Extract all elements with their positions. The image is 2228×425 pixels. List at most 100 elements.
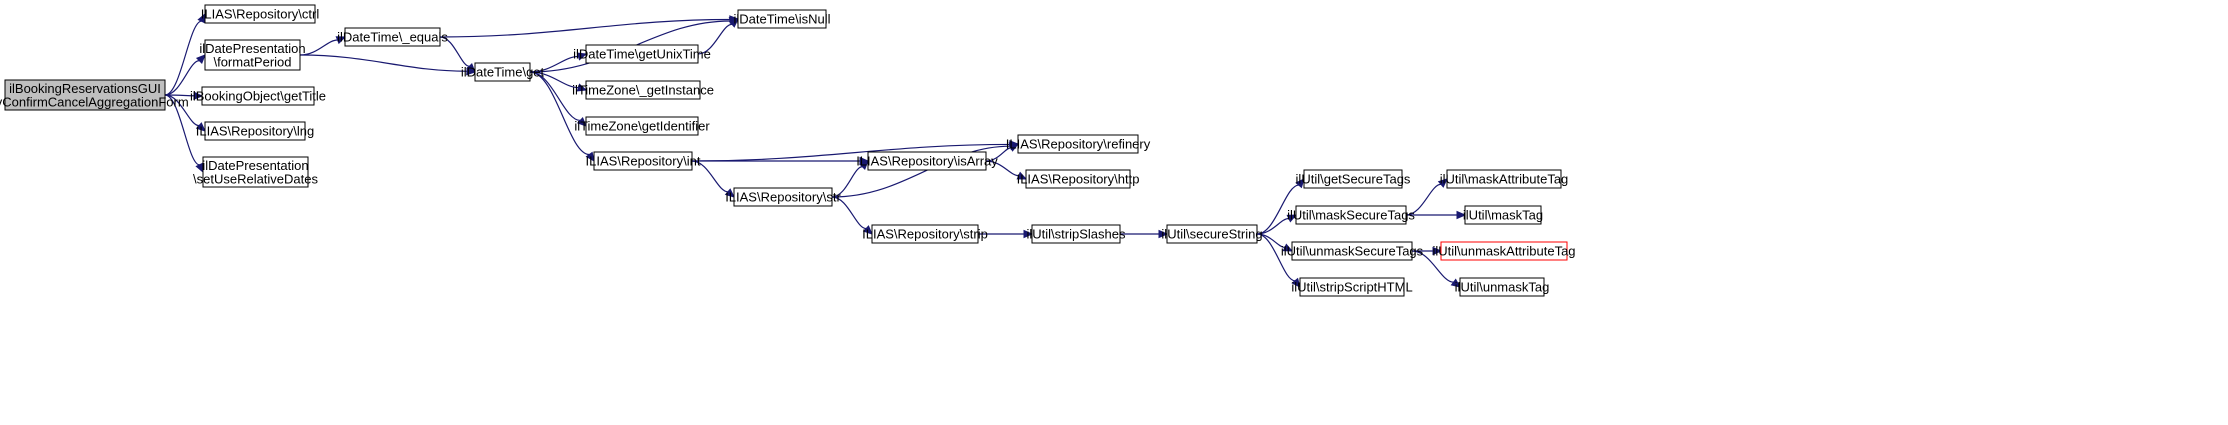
node-box — [4, 79, 166, 111]
node-box — [1025, 169, 1131, 189]
node-label: ilUtil\stripSlashes — [1027, 227, 1126, 242]
node-box — [1446, 169, 1562, 189]
node-label: ILIAS\Repository\strip — [862, 227, 988, 242]
edge-line — [529, 71, 590, 156]
node-dt-get[interactable]: ilDateTime\get — [461, 62, 545, 82]
edge-util_mask_secure_tags-to-util_mask_tag — [1406, 210, 1467, 220]
node-label: ilUtil\maskAttributeTag — [1440, 172, 1569, 187]
node-layer: ilBookingReservationsGUI\rsvConfirmCance… — [0, 4, 1576, 297]
node-util-strip-script-html[interactable]: ilUtil\stripScriptHTML — [1291, 277, 1413, 297]
node-util-secure-string[interactable]: ilUtil\secureString — [1161, 224, 1263, 244]
edge-dt_equals-to-dt_get — [439, 36, 476, 73]
node-tz-instance[interactable]: ilTimeZone\_getInstance — [572, 80, 714, 100]
node-box — [1303, 169, 1403, 189]
edge-arrowhead — [1286, 214, 1298, 223]
node-label: ilUtil\unmaskAttributeTag — [1432, 244, 1575, 259]
edge-line — [1411, 250, 1454, 283]
node-label: \setUseRelativeDates — [193, 171, 318, 186]
edge-dt_get-to-dt_unix — [529, 52, 588, 73]
node-box — [344, 27, 441, 47]
edge-repo_str-to-repo_refinery — [831, 142, 1020, 198]
node-label: ilBookingObject\getTitle — [190, 89, 326, 104]
node-label: ilUtil\secureString — [1161, 227, 1262, 242]
node-label: ilUtil\getSecureTags — [1296, 172, 1411, 187]
node-dt-equals[interactable]: ilDateTime\_equals — [337, 27, 448, 47]
node-box — [585, 44, 699, 64]
edge-repo_str-to-repo_strip — [831, 196, 873, 235]
edge-arrowhead — [1008, 142, 1020, 151]
node-util-strip-slashes[interactable]: ilUtil\stripSlashes — [1027, 224, 1126, 244]
edge-line — [439, 18, 731, 38]
node-booking-get-title[interactable]: ilBookingObject\getTitle — [190, 86, 326, 106]
node-repo-int[interactable]: ILIAS\Repository\int — [586, 151, 701, 171]
edge-arrowhead — [1432, 246, 1443, 256]
edge-arrowhead — [335, 36, 347, 45]
edge-util_secure_string-to-util_mask_secure_tags — [1256, 214, 1298, 235]
node-util-mask-tag[interactable]: ilUtil\maskTag — [1463, 205, 1543, 225]
node-label: ilUtil\unmaskSecureTags — [1281, 244, 1424, 259]
node-box — [1299, 277, 1405, 297]
edge-repo_str-to-repo_is_array — [831, 160, 869, 198]
node-set-relative-dates[interactable]: ilDatePresentation\setUseRelativeDates — [193, 156, 318, 188]
node-util-mask-secure-tags[interactable]: ilUtil\maskSecureTags — [1287, 205, 1415, 225]
edge-arrowhead — [1282, 243, 1294, 252]
edge-repo_int-to-repo_str — [691, 160, 735, 198]
edge-arrowhead — [728, 18, 739, 28]
edge-arrowhead — [576, 52, 588, 61]
node-box — [204, 39, 301, 71]
edge-line — [1405, 183, 1442, 216]
edge-util_unmask_secure_tags-to-util_unmask_tag — [1411, 250, 1461, 288]
edge-line — [164, 20, 202, 96]
node-util-unmask-attribute-tag[interactable]: ilUtil\unmaskAttributeTag — [1432, 241, 1576, 261]
node-repo-http[interactable]: ILIAS\Repository\http — [1017, 169, 1140, 189]
node-util-unmask-tag[interactable]: ilUtil\unmaskTag — [1455, 277, 1550, 297]
node-repo-refinery[interactable]: ILIAS\Repository\refinery — [1006, 134, 1151, 154]
edge-repo_is_array-to-repo_http — [985, 160, 1028, 180]
edge-arrowhead — [1450, 278, 1461, 288]
node-util-get-secure-tags[interactable]: ilUtil\getSecureTags — [1296, 169, 1411, 189]
node-dt-unix[interactable]: ilDateTime\getUnixTime — [573, 44, 711, 64]
node-box — [1464, 205, 1542, 225]
edge-arrowhead — [193, 91, 204, 101]
node-label: \rsvConfirmCancelAggregationForm — [0, 94, 189, 109]
node-repo-lng[interactable]: ILIAS\Repository\lng — [196, 121, 315, 141]
node-label: ILIAS\Repository\refinery — [1006, 137, 1151, 152]
node-label: ILIAS\Repository\isArray — [856, 154, 998, 169]
node-util-unmask-secure-tags[interactable]: ilUtil\unmaskSecureTags — [1281, 241, 1424, 261]
node-repo-strip[interactable]: ILIAS\Repository\strip — [862, 224, 988, 244]
node-label: ilTimeZone\getIdentifier — [574, 119, 710, 134]
node-label: ilUtil\stripScriptHTML — [1291, 280, 1412, 295]
edge-util_secure_string-to-util_get_secure_tags — [1256, 178, 1305, 235]
node-label: ILIAS\Repository\ctrl — [201, 7, 320, 22]
node-dt-is-null[interactable]: ilDateTime\isNull — [733, 9, 831, 29]
edge-arrowhead — [1158, 229, 1169, 239]
edge-format_period-to-dt_get — [299, 54, 477, 76]
node-repo-ctrl[interactable]: ILIAS\Repository\ctrl — [201, 4, 320, 24]
edge-arrowhead — [465, 62, 476, 73]
node-box — [474, 62, 531, 82]
node-repo-is-array[interactable]: ILIAS\Repository\isArray — [856, 151, 998, 171]
edge-util_strip_slashes-to-util_secure_string — [1120, 229, 1169, 239]
node-box — [585, 116, 699, 136]
node-box — [204, 121, 306, 141]
edge-arrowhead — [1437, 178, 1448, 188]
edge-arrowhead — [195, 122, 206, 132]
node-util-mask-attribute-tag[interactable]: ilUtil\maskAttributeTag — [1440, 169, 1569, 189]
node-root[interactable]: ilBookingReservationsGUI\rsvConfirmCance… — [0, 79, 189, 111]
edge-line — [529, 55, 579, 73]
node-tz-identifier[interactable]: ilTimeZone\getIdentifier — [574, 116, 710, 136]
edge-repo_strip-to-util_strip_slashes — [978, 229, 1034, 239]
edge-arrowhead — [1023, 229, 1034, 239]
edge-line — [831, 145, 1011, 198]
edge-root-to-format_period — [164, 54, 206, 96]
node-box — [202, 156, 309, 188]
edge-arrowhead — [858, 160, 869, 171]
node-box — [1459, 277, 1545, 297]
edge-arrowhead — [862, 225, 873, 235]
node-box — [867, 151, 987, 171]
edge-dt_unix-to-dt_is_null — [697, 18, 739, 55]
node-label: \formatPeriod — [213, 54, 291, 69]
edge-arrowhead — [576, 117, 587, 127]
node-format-period[interactable]: ilDatePresentation\formatPeriod — [199, 39, 306, 71]
node-repo-str[interactable]: ILIAS\Repository\str — [725, 187, 841, 207]
